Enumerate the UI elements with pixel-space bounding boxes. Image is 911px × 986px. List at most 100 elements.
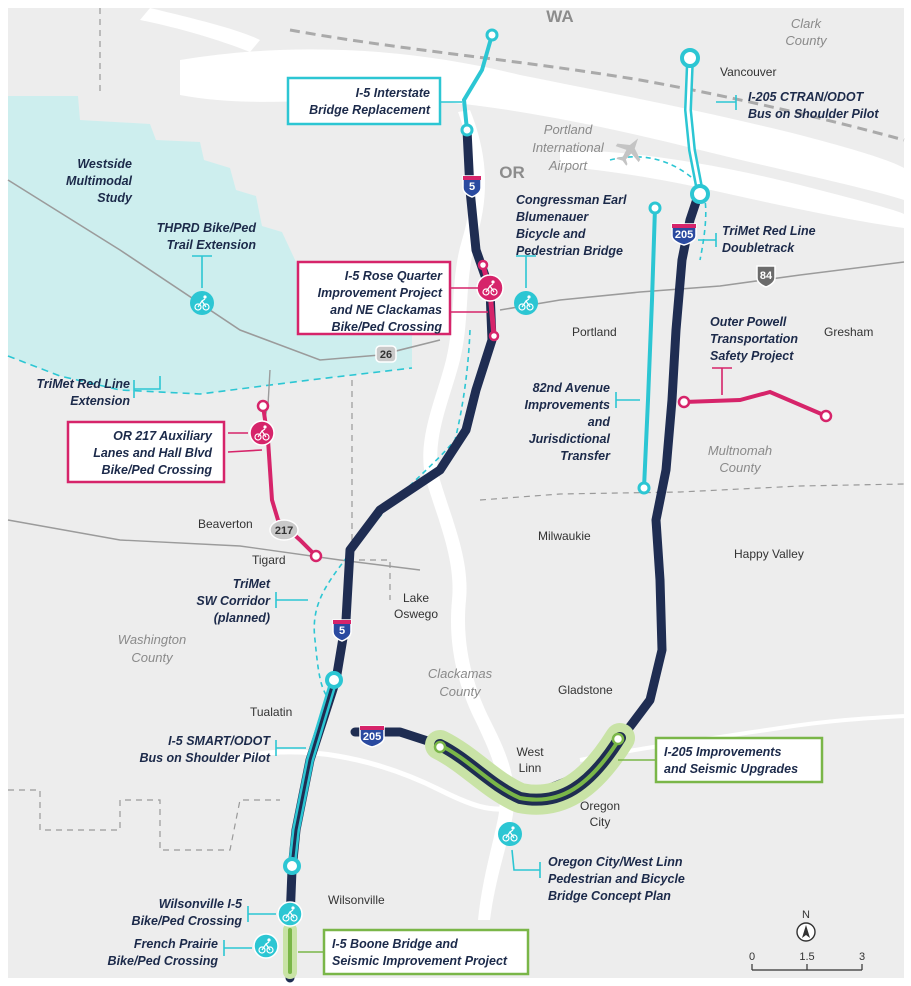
rose-quarter-box: [296, 260, 452, 336]
ave82-end-north: [648, 201, 662, 215]
airplane-icon: [615, 138, 641, 166]
scale-bar: 0 1.5 3: [749, 951, 865, 971]
i205-improve-box: [654, 736, 824, 784]
county-boundary-south: [8, 789, 280, 851]
ave82-line: [642, 206, 657, 490]
scale-tick-1: 1.5: [799, 951, 814, 963]
state-line: [289, 28, 905, 142]
airport-slough: [560, 150, 904, 228]
bike-ped-icon: [514, 291, 538, 315]
i205-ctran-end-south: [690, 184, 710, 204]
study-area-boundary: [7, 355, 413, 395]
road-hwy99: [7, 519, 421, 571]
city-gresham: Gresham: [824, 325, 873, 339]
i205-shield-south: 205: [359, 725, 385, 748]
us26-shield: 26: [375, 345, 397, 363]
outer-powell-end-east: [819, 409, 833, 423]
bike-ped-icon: [277, 901, 303, 927]
city-wilsonville: Wilsonville: [328, 893, 385, 907]
clackamas-river: [579, 714, 905, 762]
county-boundary-west: [351, 380, 391, 600]
bike-ped-icon: [476, 274, 504, 302]
i5-bridge-end-south: [460, 123, 474, 137]
or217-end-south: [309, 549, 323, 563]
i205-ctran-end-north: [680, 48, 700, 68]
city-beaverton: Beaverton: [198, 517, 253, 531]
scale-tick-0: 0: [749, 951, 755, 963]
city-tigard: Tigard: [252, 553, 286, 567]
svg-text:217: 217: [275, 525, 293, 537]
or217-shield: 217: [269, 519, 299, 541]
city-gladstone: Gladstone: [558, 683, 613, 697]
city-vancouver: Vancouver: [720, 65, 776, 79]
river-channel: [140, 8, 260, 52]
leader-lines: [133, 95, 737, 956]
north-arrow-icon: N: [796, 909, 816, 942]
city-tualatin: Tualatin: [250, 705, 292, 719]
city-milwaukie: Milwaukie: [538, 529, 591, 543]
rose-quarter-end-south: [488, 330, 500, 342]
i5-shield-north: 5: [462, 175, 482, 198]
bike-ped-icon: [190, 291, 214, 315]
state-label-or: OR: [499, 163, 525, 182]
i205-shield-north: 205: [671, 223, 697, 246]
outer-powell-end-west: [677, 395, 691, 409]
i205-improvement-line: [438, 736, 622, 802]
i205-improvement-start: [433, 740, 447, 754]
i5-shield-south: 5: [332, 619, 352, 642]
county-boundary-multnomah: [479, 483, 905, 501]
rose-quarter-end-north: [477, 259, 489, 271]
boone-bridge-box: [322, 928, 530, 976]
sw-corridor-line: [313, 329, 471, 701]
scale-tick-2: 3: [859, 951, 865, 963]
city-happy-valley: Happy Valley: [734, 547, 804, 561]
svg-text:84: 84: [760, 270, 773, 282]
bike-ped-icon: [498, 822, 522, 846]
bike-ped-icon: [249, 420, 275, 446]
state-label-wa: WA: [546, 7, 573, 26]
svg-text:205: 205: [363, 731, 381, 743]
svg-text:5: 5: [339, 625, 345, 637]
i5-bridge-end-north: [485, 28, 499, 42]
bike-ped-icon: [253, 933, 279, 959]
i205-improvement-end: [611, 732, 625, 746]
ave82-end-south: [637, 481, 651, 495]
tualatin-river: [229, 749, 511, 812]
i5-bridge-line: [461, 33, 494, 132]
i5-bridge-box: [286, 76, 442, 126]
or217-box: [66, 420, 226, 484]
svg-text:N: N: [802, 909, 810, 921]
i5-smart-end-south: [283, 857, 301, 875]
svg-text:26: 26: [380, 349, 392, 361]
city-portland: Portland: [572, 325, 617, 339]
or217-end-north: [256, 399, 270, 413]
i5-smart-line-inner: [290, 678, 336, 868]
red-line-dashed: [609, 156, 707, 261]
svg-text:5: 5: [469, 181, 475, 193]
